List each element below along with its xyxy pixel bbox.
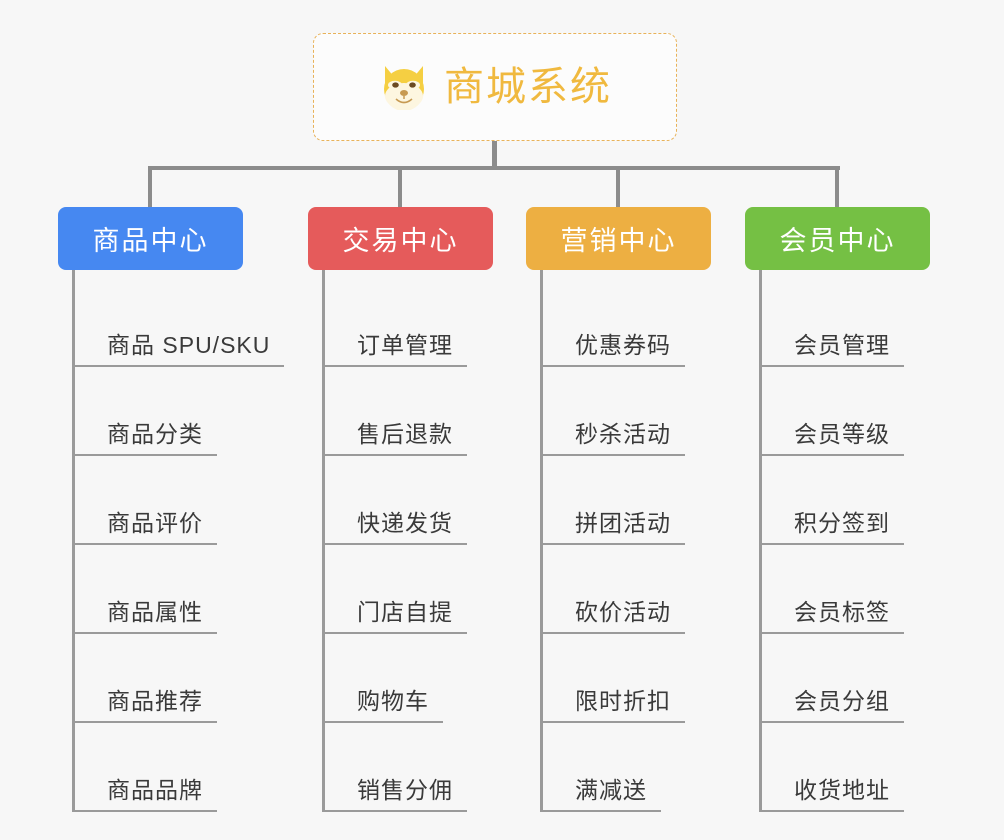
leaf-item[interactable]: 门店自提 <box>325 545 493 634</box>
leaf-item-label: 购物车 <box>357 688 429 714</box>
leaf-item-label: 满减送 <box>575 777 647 803</box>
leaf-item[interactable]: 销售分佣 <box>325 723 493 812</box>
leaf-list: 商品 SPU/SKU 商品分类商品评价商品属性商品推荐商品品牌 <box>72 270 285 812</box>
leaf-item-label: 商品评价 <box>107 510 203 536</box>
leaf-list: 订单管理售后退款快递发货门店自提购物车销售分佣 <box>322 270 493 812</box>
leaf-item[interactable]: 订单管理 <box>325 278 493 367</box>
leaf-item-underline <box>543 721 685 723</box>
category-header[interactable]: 会员中心 <box>745 207 930 270</box>
root-node[interactable]: 商城系统 <box>313 33 677 141</box>
connector-bus-bar <box>150 166 840 170</box>
leaf-item-label: 收货地址 <box>794 777 890 803</box>
leaf-item-underline <box>762 543 904 545</box>
leaf-item-label: 积分签到 <box>794 510 890 536</box>
leaf-item-label: 商品 SPU/SKU <box>107 332 271 358</box>
leaf-item-underline <box>325 810 467 812</box>
leaf-item-underline <box>75 543 217 545</box>
leaf-item-label: 会员管理 <box>794 332 890 358</box>
leaf-item-underline <box>762 632 904 634</box>
leaf-item[interactable]: 售后退款 <box>325 367 493 456</box>
leaf-item[interactable]: 商品分类 <box>75 367 243 456</box>
leaf-item-label: 销售分佣 <box>357 777 453 803</box>
leaf-item-underline <box>762 721 904 723</box>
leaf-item[interactable]: 快递发货 <box>325 456 493 545</box>
leaf-item[interactable]: 收货地址 <box>762 723 930 812</box>
leaf-item-underline <box>543 810 661 812</box>
leaf-list: 优惠券码秒杀活动拼团活动砍价活动限时折扣满减送 <box>540 270 711 812</box>
leaf-item-underline <box>325 454 467 456</box>
leaf-item-underline <box>325 543 467 545</box>
leaf-item-label: 商品分类 <box>107 421 203 447</box>
leaf-item[interactable]: 会员标签 <box>762 545 930 634</box>
category-header[interactable]: 交易中心 <box>308 207 493 270</box>
leaf-item-underline <box>75 810 217 812</box>
leaf-item-label: 限时折扣 <box>575 688 671 714</box>
leaf-item[interactable]: 会员等级 <box>762 367 930 456</box>
leaf-item-label: 订单管理 <box>357 332 453 358</box>
leaf-item-underline <box>762 454 904 456</box>
leaf-item-underline <box>543 454 685 456</box>
leaf-item-underline <box>325 632 467 634</box>
leaf-item-underline <box>762 365 904 367</box>
category-column-0: 商品中心 商品 SPU/SKU 商品分类商品评价商品属性商品推荐商品品牌 <box>58 207 285 812</box>
root-title: 商城系统 <box>444 65 612 109</box>
shiba-dog-icon <box>378 64 430 111</box>
leaf-list: 会员管理会员等级积分签到会员标签会员分组收货地址 <box>759 270 930 812</box>
leaf-item-underline <box>75 365 285 367</box>
leaf-item-label: 拼团活动 <box>575 510 671 536</box>
leaf-item[interactable]: 商品推荐 <box>75 634 243 723</box>
connector-drop-0 <box>148 166 152 208</box>
leaf-item-underline <box>75 454 217 456</box>
category-header[interactable]: 商品中心 <box>58 207 243 270</box>
leaf-item-label: 商品品牌 <box>107 777 203 803</box>
leaf-item[interactable]: 优惠券码 <box>543 278 711 367</box>
leaf-item[interactable]: 会员管理 <box>762 278 930 367</box>
leaf-item[interactable]: 商品品牌 <box>75 723 243 812</box>
connector-drop-1 <box>398 166 402 208</box>
leaf-item-underline <box>543 632 685 634</box>
leaf-item-label: 优惠券码 <box>575 332 671 358</box>
leaf-item[interactable]: 拼团活动 <box>543 456 711 545</box>
leaf-item-label: 会员分组 <box>794 688 890 714</box>
leaf-item-label: 砍价活动 <box>575 599 671 625</box>
leaf-item-label: 门店自提 <box>357 599 453 625</box>
leaf-item-underline <box>325 721 443 723</box>
category-header[interactable]: 营销中心 <box>526 207 711 270</box>
leaf-item-underline <box>325 365 467 367</box>
leaf-item[interactable]: 商品 SPU/SKU <box>75 278 285 367</box>
connector-drop-2 <box>616 166 620 208</box>
leaf-item-underline <box>75 632 217 634</box>
connector-root-stem <box>492 141 497 169</box>
leaf-item-label: 快递发货 <box>357 510 453 536</box>
leaf-item-underline <box>75 721 217 723</box>
connector-drop-3 <box>835 166 839 208</box>
leaf-item[interactable]: 砍价活动 <box>543 545 711 634</box>
leaf-item-label: 商品属性 <box>107 599 203 625</box>
leaf-item-label: 商品推荐 <box>107 688 203 714</box>
leaf-item[interactable]: 限时折扣 <box>543 634 711 723</box>
category-column-2: 营销中心 优惠券码秒杀活动拼团活动砍价活动限时折扣满减送 <box>526 207 711 812</box>
leaf-item[interactable]: 满减送 <box>543 723 711 812</box>
leaf-item-underline <box>543 543 685 545</box>
leaf-item-label: 售后退款 <box>357 421 453 447</box>
leaf-item-label: 会员等级 <box>794 421 890 447</box>
leaf-item[interactable]: 秒杀活动 <box>543 367 711 456</box>
leaf-item[interactable]: 商品评价 <box>75 456 243 545</box>
category-column-1: 交易中心 订单管理售后退款快递发货门店自提购物车销售分佣 <box>308 207 493 812</box>
leaf-item-underline <box>762 810 904 812</box>
leaf-item[interactable]: 会员分组 <box>762 634 930 723</box>
leaf-item[interactable]: 商品属性 <box>75 545 243 634</box>
leaf-item-label: 会员标签 <box>794 599 890 625</box>
leaf-item-underline <box>543 365 685 367</box>
category-column-3: 会员中心 会员管理会员等级积分签到会员标签会员分组收货地址 <box>745 207 930 812</box>
leaf-item[interactable]: 积分签到 <box>762 456 930 545</box>
leaf-item[interactable]: 购物车 <box>325 634 493 723</box>
leaf-item-label: 秒杀活动 <box>575 421 671 447</box>
